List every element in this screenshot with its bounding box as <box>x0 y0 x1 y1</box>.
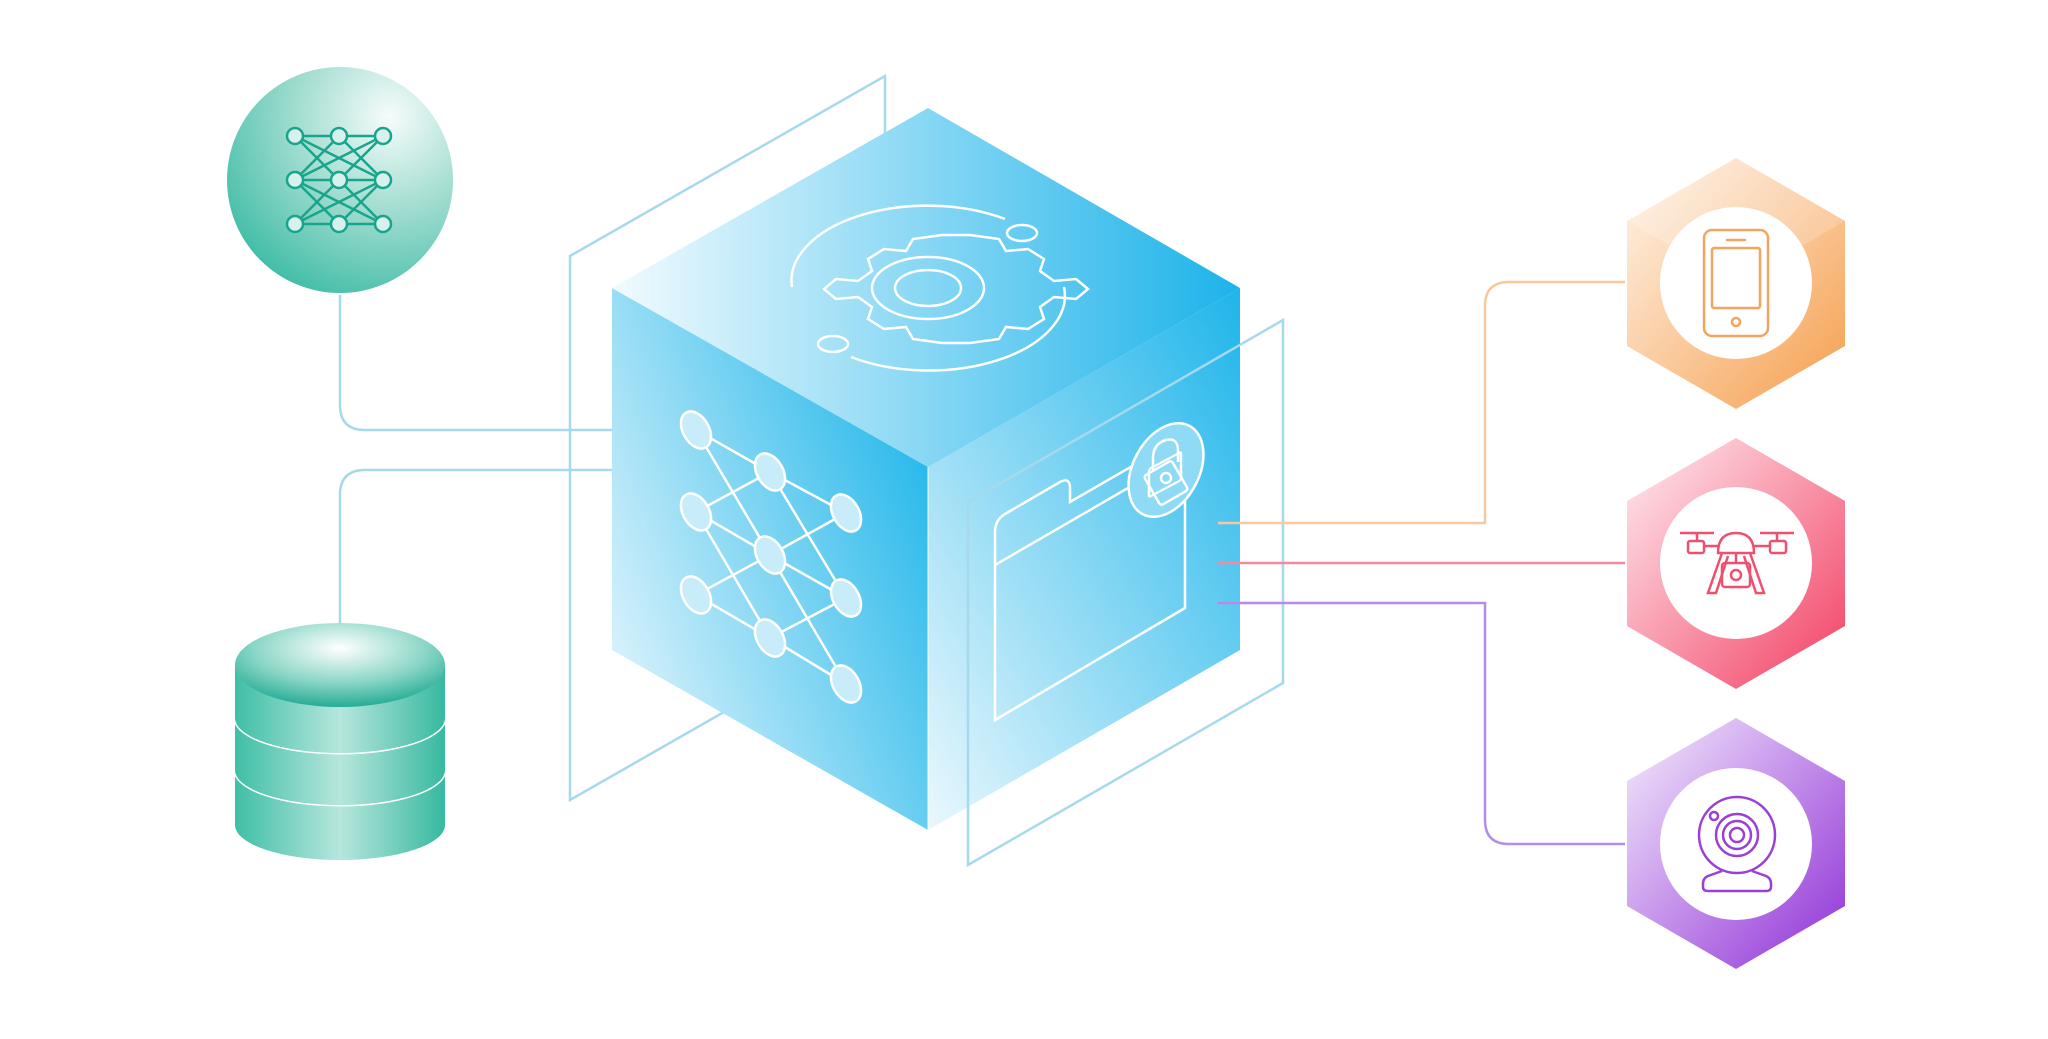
neural-net-node <box>227 67 453 293</box>
webcam-icon <box>1697 795 1777 893</box>
database-icon <box>233 623 447 860</box>
device-phone-node <box>1627 158 1845 409</box>
processing-cube <box>612 108 1240 830</box>
right-connectors <box>1218 280 1625 846</box>
neural-network-icon <box>285 126 393 234</box>
cube-top-face <box>612 108 1240 467</box>
database-node <box>233 623 447 860</box>
secure-window-icon <box>993 421 1205 723</box>
front-panel <box>966 317 1285 868</box>
gear-icon <box>790 204 1090 372</box>
device-webcam-node <box>1627 718 1845 969</box>
left-connectors <box>338 295 615 628</box>
smartphone-icon <box>1702 228 1770 338</box>
neural-network-icon <box>679 410 863 704</box>
drone-icon <box>1680 531 1794 595</box>
device-drone-node <box>1627 438 1845 689</box>
cube-right-face <box>928 288 1240 830</box>
